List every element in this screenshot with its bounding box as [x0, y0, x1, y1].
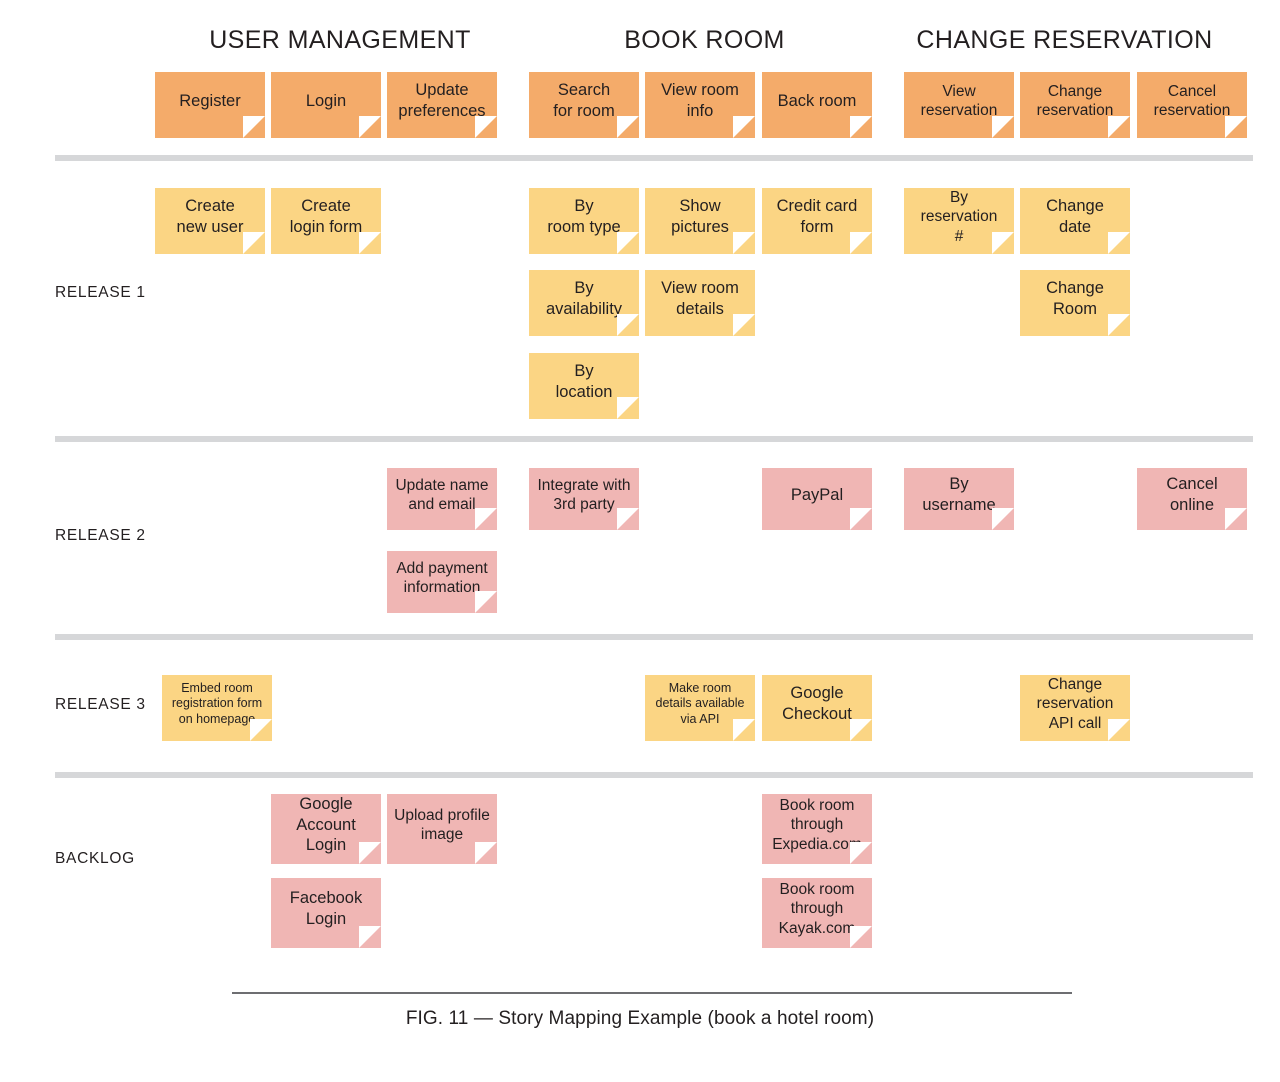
note-label: Facebook Login	[289, 889, 363, 928]
note-label: By reservation #	[920, 188, 998, 245]
note-label: Update preferences	[398, 81, 486, 120]
story-note-credit-card-form[interactable]: Credit card form	[762, 188, 872, 254]
row-label-release-1: RELEASE 1	[55, 284, 146, 301]
story-note-by-location[interactable]: By location	[529, 353, 639, 419]
story-note-integrate-with-3rd-party[interactable]: Integrate with 3rd party	[529, 468, 639, 530]
story-note-paypal[interactable]: PayPal	[762, 468, 872, 530]
caption-divider	[232, 992, 1072, 994]
row-separator	[55, 155, 1253, 161]
column-header-change-reservation: CHANGE RESERVATION	[916, 26, 1213, 54]
row-label-release-2: RELEASE 2	[55, 527, 146, 544]
activity-note-cancel-reservation[interactable]: Cancel reservation	[1137, 72, 1247, 138]
note-label: Google Checkout	[782, 684, 852, 723]
note-label: Add payment information	[396, 559, 488, 596]
row-label-backlog: BACKLOG	[55, 850, 135, 867]
note-label: By room type	[547, 197, 621, 236]
note-label: Upload profile image	[394, 806, 490, 843]
story-note-make-room-details-available-via-api[interactable]: Make room details available via API	[645, 675, 755, 741]
activity-note-view-reservation[interactable]: View reservation	[904, 72, 1014, 138]
note-label: View room info	[661, 81, 739, 120]
story-note-change-date[interactable]: Change date	[1020, 188, 1130, 254]
note-label: Search for room	[553, 81, 615, 120]
note-label: Register	[179, 91, 241, 110]
activity-note-view-room-info[interactable]: View room info	[645, 72, 755, 138]
note-label: Integrate with 3rd party	[537, 476, 631, 513]
story-note-upload-profile-image[interactable]: Upload profile image	[387, 794, 497, 864]
activity-note-back-room[interactable]: Back room	[762, 72, 872, 138]
story-note-by-availability[interactable]: By availability	[529, 270, 639, 336]
note-label: Make room details available via API	[655, 680, 745, 726]
story-note-book-room-through-kayak-com[interactable]: Book room through Kayak.com	[762, 878, 872, 948]
note-label: Credit card form	[776, 197, 858, 236]
note-label: Change reservation API call	[1036, 675, 1114, 732]
activity-note-register[interactable]: Register	[155, 72, 265, 138]
figure-caption: FIG. 11 — Story Mapping Example (book a …	[405, 1008, 875, 1029]
story-note-add-payment-information[interactable]: Add payment information	[387, 551, 497, 613]
note-label: Update name and email	[395, 476, 489, 513]
note-label: Create new user	[176, 197, 244, 236]
story-note-google-checkout[interactable]: Google Checkout	[762, 675, 872, 741]
activity-note-login[interactable]: Login	[271, 72, 381, 138]
note-label: Change date	[1046, 197, 1104, 236]
row-separator	[55, 436, 1253, 442]
story-note-create-new-user[interactable]: Create new user	[155, 188, 265, 254]
note-label: Change reservation	[1036, 82, 1114, 119]
activity-note-change-reservation[interactable]: Change reservation	[1020, 72, 1130, 138]
note-label: By username	[922, 475, 996, 514]
note-label: Back room	[777, 91, 857, 110]
story-note-change-reservation-api-call[interactable]: Change reservation API call	[1020, 675, 1130, 741]
column-header-user-management: USER MANAGEMENT	[209, 26, 471, 54]
note-label: Book room through Expedia.com	[772, 796, 862, 853]
note-label: View room details	[661, 279, 739, 318]
note-label: PayPal	[790, 485, 844, 504]
note-label: Google Account Login	[296, 795, 356, 855]
story-note-change-room[interactable]: Change Room	[1020, 270, 1130, 336]
note-label: Show pictures	[671, 197, 729, 236]
story-note-google-account-login[interactable]: Google Account Login	[271, 794, 381, 864]
note-label: Cancel reservation	[1153, 82, 1231, 119]
row-separator	[55, 772, 1253, 778]
row-separator	[55, 634, 1253, 640]
column-header-book-room: BOOK ROOM	[624, 26, 785, 54]
row-label-release-3: RELEASE 3	[55, 696, 146, 713]
note-label: By location	[555, 362, 613, 401]
story-note-update-name-and-email[interactable]: Update name and email	[387, 468, 497, 530]
note-label: Book room through Kayak.com	[778, 880, 856, 937]
story-note-show-pictures[interactable]: Show pictures	[645, 188, 755, 254]
note-label: Login	[305, 91, 347, 110]
story-note-view-room-details[interactable]: View room details	[645, 270, 755, 336]
note-label: Change Room	[1046, 279, 1104, 318]
activity-note-update-preferences[interactable]: Update preferences	[387, 72, 497, 138]
activity-note-search-for-room[interactable]: Search for room	[529, 72, 639, 138]
story-note-embed-room-registration-form-on-homepage[interactable]: Embed room registration form on homepage	[162, 675, 272, 741]
note-label: Cancel online	[1166, 475, 1218, 514]
note-label: View reservation	[920, 82, 998, 119]
note-label: Create login form	[289, 197, 363, 236]
note-label: Embed room registration form on homepage	[171, 680, 263, 726]
story-note-cancel-online[interactable]: Cancel online	[1137, 468, 1247, 530]
note-label: By availability	[545, 279, 623, 318]
story-note-create-login-form[interactable]: Create login form	[271, 188, 381, 254]
story-note-by-username[interactable]: By username	[904, 468, 1014, 530]
story-note-book-room-through-expedia-com[interactable]: Book room through Expedia.com	[762, 794, 872, 864]
story-note-by-reservation[interactable]: By reservation #	[904, 188, 1014, 254]
story-note-facebook-login[interactable]: Facebook Login	[271, 878, 381, 948]
story-note-by-room-type[interactable]: By room type	[529, 188, 639, 254]
